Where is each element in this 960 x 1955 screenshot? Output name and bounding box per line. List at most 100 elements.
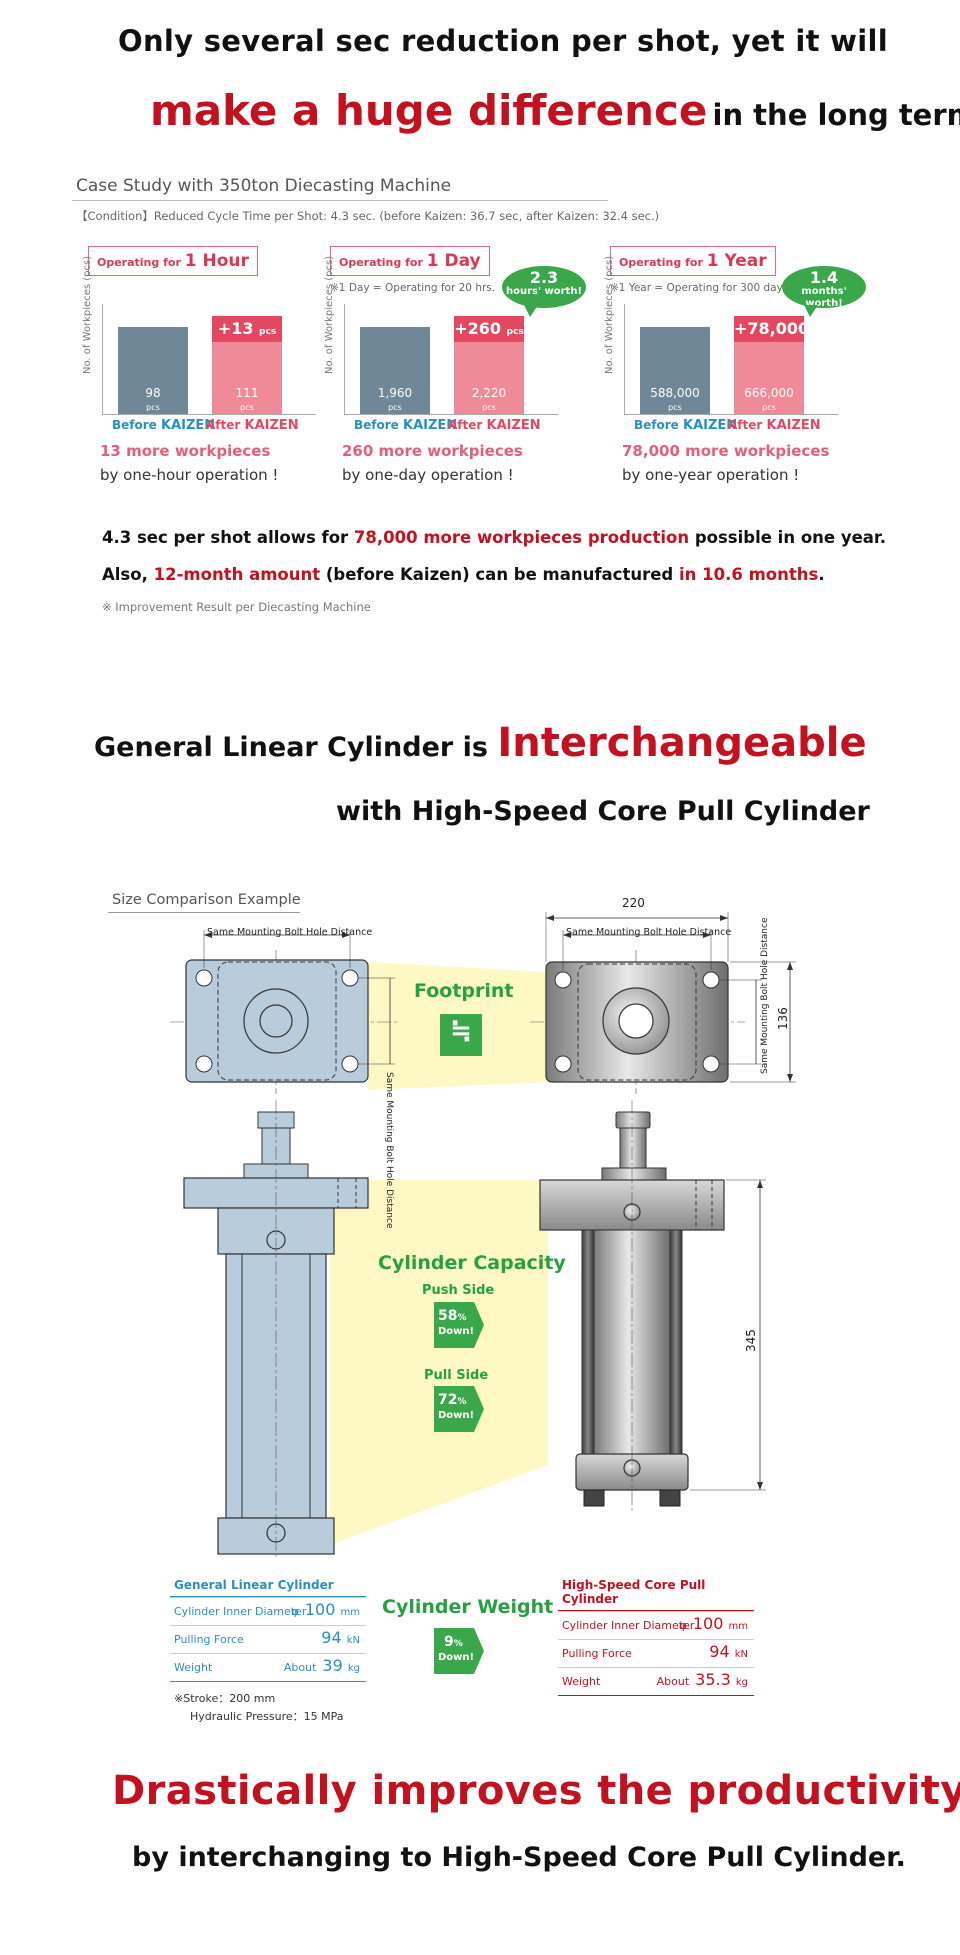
general-cylinder-top-view [170,930,400,1094]
operating-period-tag: Operating for 1 Hour [88,246,258,276]
general-spec-prefix: About [283,1661,317,1674]
headline-2-red: Interchangeable [497,720,867,766]
summary-line-1-a: 4.3 sec per shot allows for [102,528,354,547]
operating-note: ※1 Day = Operating for 20 hrs. [330,282,496,294]
general-spec-unit: mm [340,1607,360,1618]
operation-text: by one-day operation ! [342,466,514,484]
highspeed-spec-label: Cylinder Inner Diameter [562,1619,695,1632]
highspeed-spec-prefix: About [656,1675,690,1688]
operation-text: by one-hour operation ! [100,466,279,484]
y-axis [102,304,103,414]
highspeed-cylinder-spec: High-Speed Core Pull Cylinder Cylinder I… [558,1576,754,1696]
general-spec-number: 100 [304,1600,336,1619]
operating-period-tag: Operating for 1 Day [330,246,490,276]
size-comparison-underline [108,912,300,913]
general-spec-number: 39 [322,1656,343,1675]
general-spec-label: Cylinder Inner Diameter [174,1605,307,1618]
summary-line-1-c: possible in one year. [689,528,886,547]
headline-2-pre: General Linear Cylinder is [94,732,498,763]
weight-down: Down! [438,1652,475,1663]
summary-footnote: ※ Improvement Result per Diecasting Mach… [102,600,371,614]
general-spec-number: 94 [321,1628,342,1647]
highspeed-spec-label: Pulling Force [562,1647,632,1660]
headline-2-line-1: General Linear Cylinder is Interchangeab… [94,720,867,766]
after-word: After [206,418,241,432]
general-spec-prefix: φ [291,1605,299,1618]
y-axis [624,304,625,414]
headline-3-red: Drastically improves the productivity [112,1768,960,1814]
case-study-panel: Operating for 1 Day ※1 Day = Operating fo… [324,246,586,496]
more-workpieces-text: 260 more workpieces [342,442,523,460]
push-side-value: 58 [438,1308,458,1324]
bar-before-value: 588,000 [650,386,700,400]
push-side-percent: % [457,1313,467,1323]
same-distance-label-right: Same Mounting Bolt Hole Distance [566,927,732,938]
pull-side-label: Pull Side [424,1368,489,1383]
kaizen-word: KAIZEN [683,418,738,433]
after-kaizen-label: After KAIZEN [448,418,541,433]
headline-1-line-1: Only several sec reduction per shot, yet… [118,24,888,58]
general-spec-value: φ 100 mm [292,1600,360,1619]
before-kaizen-label: Before KAIZEN [354,418,457,433]
weight-percent: % [453,1639,463,1649]
headline-1-tail-text: in the long term. [712,98,960,132]
case-study-condition: 【Condition】Reduced Cycle Time per Shot: … [76,209,660,223]
pull-side-down: Down! [438,1410,475,1421]
bar-before-value: 1,960 [377,386,413,400]
operation-text: by one-year operation ! [622,466,800,484]
kaizen-word: KAIZEN [161,418,216,433]
bar-increase-unit: pcs [506,327,524,337]
before-word: Before [112,418,157,432]
operating-prefix: Operating for [97,256,181,269]
x-axis [344,414,558,415]
kaizen-word: KAIZEN [244,418,299,433]
kaizen-word: KAIZEN [403,418,458,433]
before-word: Before [354,418,399,432]
after-kaizen-label: After KAIZEN [206,418,299,433]
summary-line-1: 4.3 sec per shot allows for 78,000 more … [102,528,886,547]
more-workpieces-text: 13 more workpieces [100,442,271,460]
bar-after-value: 111 [235,386,259,400]
dimension-length: 345 [744,1329,758,1352]
general-spec-value: 94 kN [315,1628,360,1647]
general-spec-unit: kN [346,1635,360,1646]
bar-before-unit: pcs [388,403,402,412]
bar-increase-unit: pcs [259,327,277,337]
general-spec-row: Cylinder Inner Diameter φ 100 mm [170,1597,366,1625]
summary-line-2-a: Also, [102,565,154,584]
highspeed-spec-number: 94 [709,1642,730,1661]
highspeed-spec-number: 100 [692,1614,724,1633]
weight-title: Cylinder Weight [382,1596,554,1618]
general-spec-label: Weight [174,1661,213,1674]
worth-badge-value: 1.4 [809,268,839,287]
headline-3-line-2: by interchanging to High-Speed Core Pull… [132,1842,906,1873]
before-kaizen-label: Before KAIZEN [634,418,737,433]
general-spec-row: Pulling Force 94 kN [170,1625,366,1653]
summary-line-2-b: 12-month amount [153,565,321,584]
bar-before-unit: pcs [146,403,160,412]
y-axis [344,304,345,414]
after-word: After [448,418,483,432]
bar-before-unit: pcs [668,403,682,412]
highspeed-cylinder-side-view [539,1100,766,1512]
bar-before: 588,000 pcs [640,327,710,414]
push-side-badge: 58% Down! [434,1302,484,1348]
general-cylinder-side-view [183,1100,369,1560]
after-kaizen-label: After KAIZEN [728,418,821,433]
kaizen-word: KAIZEN [766,418,821,433]
bar-increase-value: +260 [454,319,502,338]
capacity-highlight [330,1180,548,1545]
bar-before: 1,960 pcs [360,327,430,414]
dimension-height: 136 [776,1007,790,1030]
summary-line-2-c: (before Kaizen) can be manufactured [320,565,679,584]
bar-after-value: 2,220 [471,386,507,400]
before-word: Before [634,418,679,432]
